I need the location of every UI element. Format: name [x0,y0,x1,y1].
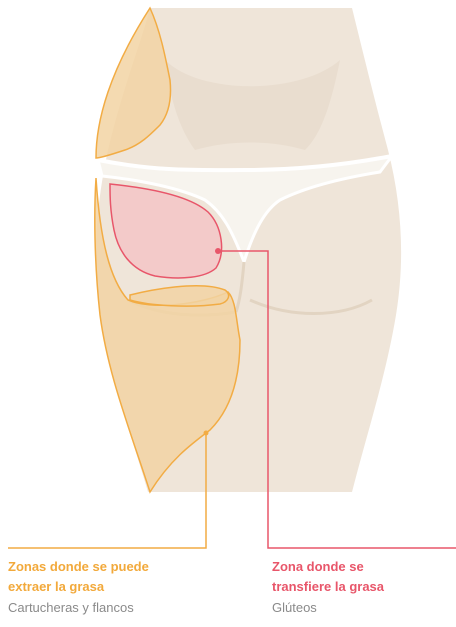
recipient-caption: Zona donde se transfiere la grasa Glúteo… [272,557,452,618]
recipient-subtitle: Glúteos [272,598,452,618]
donor-title-line2: extraer la grasa [8,577,223,597]
donor-subtitle: Cartucheras y flancos [8,598,223,618]
donor-caption: Zonas donde se puede extraer la grasa Ca… [8,557,223,618]
recipient-title-line1: Zona donde se [272,557,452,577]
donor-title-line1: Zonas donde se puede [8,557,223,577]
recipient-title-line2: transfiere la grasa [272,577,452,597]
